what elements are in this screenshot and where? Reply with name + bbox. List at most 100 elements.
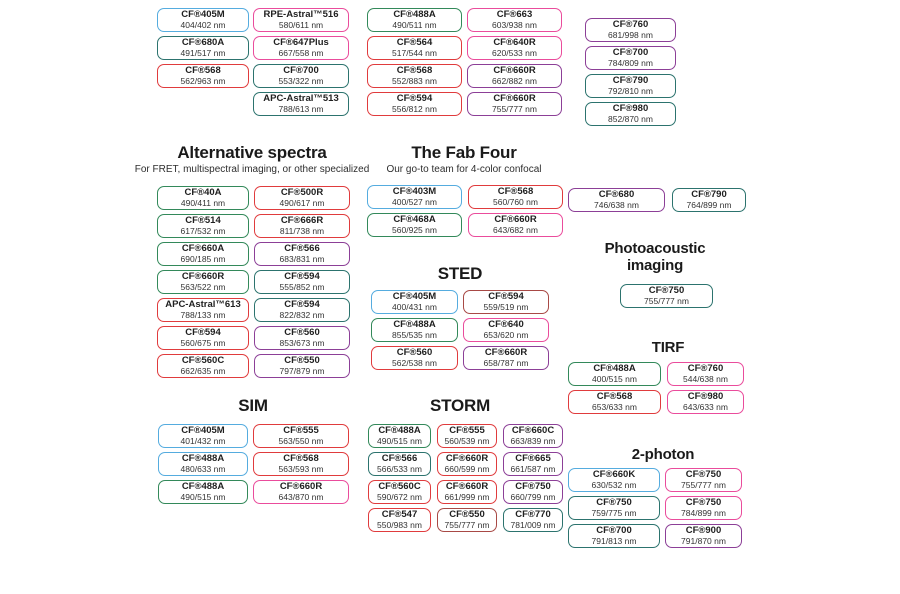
dye-name: CF®488A bbox=[393, 318, 436, 330]
dye-wavelengths: 559/519 nm bbox=[483, 301, 529, 312]
tirf-header: TIRF bbox=[578, 339, 758, 357]
dye-wavelengths: 661/587 nm bbox=[510, 463, 556, 474]
dye-wavelengths: 630/532 nm bbox=[591, 479, 637, 490]
dye-name: CF®568 bbox=[497, 185, 534, 197]
dye-wavelengths: 617/532 nm bbox=[180, 225, 226, 236]
dye-wavelengths: 560/675 nm bbox=[180, 337, 226, 348]
dye-wavelengths: 490/515 nm bbox=[377, 435, 422, 446]
dye-wavelengths: 791/870 nm bbox=[681, 535, 726, 546]
dye-wavelengths: 755/777 nm bbox=[644, 295, 689, 306]
dye-wavelengths: 792/810 nm bbox=[608, 85, 653, 96]
dye-name: CF®594 bbox=[185, 326, 221, 338]
dye-wavelengths: 662/635 nm bbox=[180, 365, 226, 376]
dye-name: CF®560C bbox=[378, 480, 421, 492]
dye-wavelengths: 550/983 nm bbox=[377, 519, 422, 530]
dye-wavelengths: 400/431 nm bbox=[392, 301, 437, 312]
dye-wavelengths: 755/777 nm bbox=[492, 103, 537, 114]
dye-name: APC-Astral™513 bbox=[263, 92, 339, 104]
dye-name: CF®566 bbox=[284, 242, 320, 254]
storm-title: STORM bbox=[429, 396, 491, 415]
dye-name: CF®568 bbox=[185, 64, 221, 76]
dye-wavelengths: 667/558 nm bbox=[278, 47, 324, 58]
dye-wavelengths: 400/515 nm bbox=[592, 373, 637, 384]
dye-name: CF®665 bbox=[515, 452, 551, 464]
dye-wavelengths: 663/839 nm bbox=[510, 435, 556, 446]
dye-name: CF®594 bbox=[284, 270, 320, 282]
dye-name: CF®700 bbox=[596, 524, 632, 536]
dye-name: CF®680A bbox=[181, 36, 225, 48]
photoacoustic-imaging-title: Photoacoustic imaging bbox=[604, 240, 706, 274]
dye-name: CF®750 bbox=[515, 480, 551, 492]
dye-wavelengths: 400/527 nm bbox=[392, 196, 437, 207]
dye-name: CF®660A bbox=[181, 242, 225, 254]
dye-name: CF®468A bbox=[393, 213, 436, 225]
dye-name: CF®403M bbox=[392, 185, 437, 197]
dye-wavelengths: 563/593 nm bbox=[278, 463, 324, 474]
dye-name: CF®660R bbox=[493, 64, 536, 76]
dye-wavelengths: 555/852 nm bbox=[279, 281, 325, 292]
dye-name: CF®700 bbox=[612, 46, 649, 58]
dye-wavelengths: 855/535 nm bbox=[392, 329, 437, 340]
dye-wavelengths: 490/411 nm bbox=[180, 197, 226, 208]
dye-name: CF®560 bbox=[396, 346, 433, 358]
dye-wavelengths: 560/925 nm bbox=[392, 224, 437, 235]
dye-name: CF®555 bbox=[449, 424, 485, 436]
dye-name: CF®770 bbox=[515, 508, 551, 520]
dye-wavelengths: 643/682 nm bbox=[493, 224, 538, 235]
dye-name: CF®750 bbox=[685, 468, 722, 480]
dye-wavelengths: 797/879 nm bbox=[279, 365, 325, 376]
dye-wavelengths: 746/638 nm bbox=[594, 199, 639, 210]
alternative-spectra-subtitle: For FRET, multispectral imaging, or othe… bbox=[134, 164, 370, 176]
sim-header: SIM bbox=[153, 396, 353, 415]
dye-wavelengths: 764/899 nm bbox=[686, 199, 732, 210]
dye-name: CF®564 bbox=[396, 36, 433, 48]
dye-name: CF®660R bbox=[181, 270, 225, 282]
alternative-spectra-title: Alternative spectra bbox=[177, 143, 327, 162]
dye-name: CF®488A bbox=[181, 480, 225, 492]
dye-wavelengths: 603/938 nm bbox=[492, 19, 537, 30]
dye-wavelengths: 643/870 nm bbox=[278, 491, 324, 502]
dye-wavelengths: 544/638 nm bbox=[683, 373, 728, 384]
dye-wavelengths: 660/799 nm bbox=[510, 491, 556, 502]
dye-name: CF®640 bbox=[488, 318, 524, 330]
dye-wavelengths: 661/999 nm bbox=[444, 491, 490, 502]
dye-name: CF®566 bbox=[381, 452, 418, 464]
dye-name: CF®568 bbox=[396, 64, 433, 76]
